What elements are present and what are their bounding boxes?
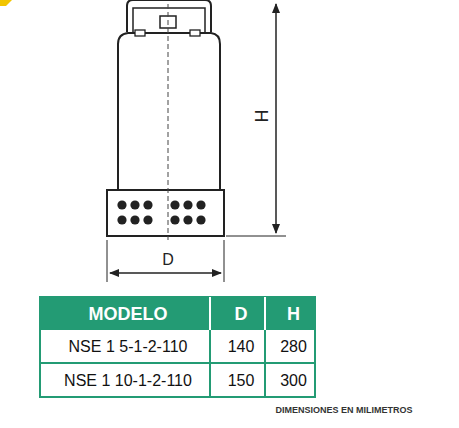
pump-bolt [135,30,145,36]
extension-line [226,236,286,237]
table-header: MODELO [42,299,214,329]
strainer-holes [117,200,205,224]
table-header-band [40,297,315,330]
table-header: H [267,299,320,329]
table-header: D [212,299,270,329]
pump-strainer [107,190,224,236]
centre-line [168,4,169,240]
table-cell: NSE 1 5-1-2-110 [42,332,214,362]
table-rule [264,297,266,397]
dimension-label: D [150,250,186,270]
pump-handle [127,0,211,32]
table-cell: NSE 1 10-1-2-110 [42,365,214,396]
pump-body [118,33,220,190]
dimension-label: H [251,106,273,126]
table-cell: 300 [267,365,320,396]
table-rule [209,297,211,397]
pump-bolt [190,30,200,36]
table-cell: 280 [267,332,320,362]
table-rule [40,362,315,364]
table-rule [264,297,266,330]
caption-note: DIMENSIONES EN MILIMETROS [230,401,458,419]
table-rule [209,297,211,330]
corner-mark [0,0,12,6]
dimension-line [110,272,221,274]
table-cell: 150 [212,365,270,396]
dimension-line [275,4,277,233]
extension-line [224,240,225,282]
table-border [40,297,315,397]
table-cell: 140 [212,332,270,362]
extension-line [107,240,108,282]
pump-handle-inner [133,8,205,32]
